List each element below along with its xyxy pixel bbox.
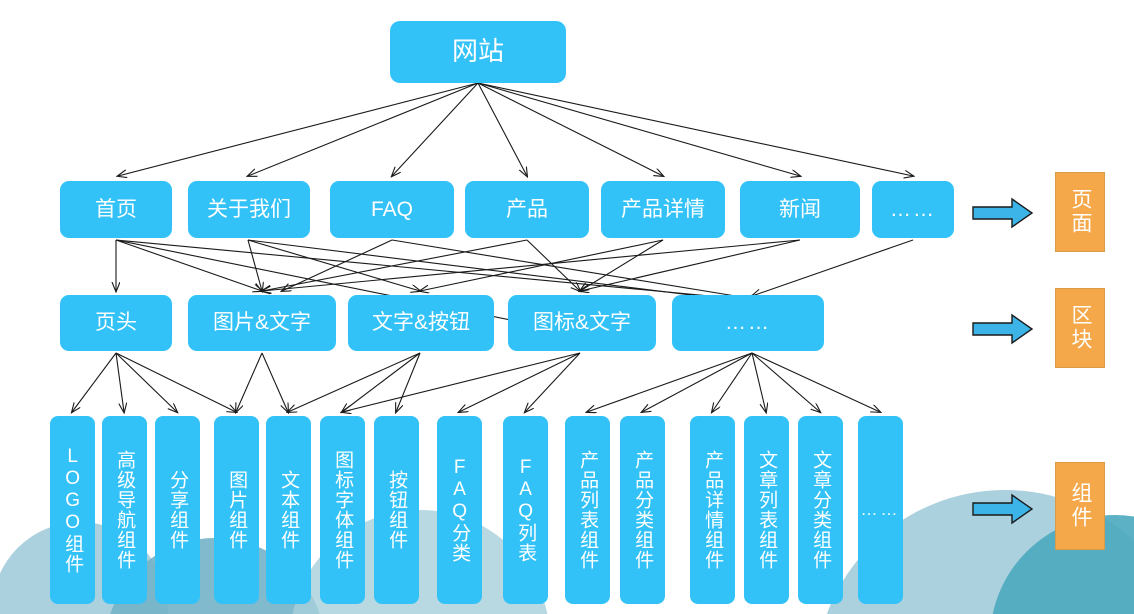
edge-page-to-block xyxy=(247,239,420,291)
node-block-4[interactable]: …… xyxy=(672,295,824,351)
edge-page-to-block xyxy=(752,239,914,296)
edge-block-to-component xyxy=(525,352,581,412)
node-component-7[interactable]: FAQ分类 xyxy=(437,416,482,604)
edge-page-to-block xyxy=(282,239,393,291)
edge-root-to-page xyxy=(477,82,527,176)
node-root-website[interactable]: 网站 xyxy=(390,21,566,83)
node-block-2[interactable]: 文字&按钮 xyxy=(348,295,494,351)
edge-block-to-component xyxy=(751,352,880,412)
edge-block-to-component xyxy=(751,352,820,412)
edge-page-to-block xyxy=(526,239,580,291)
edge-page-to-block xyxy=(580,239,664,291)
edge-block-to-component xyxy=(751,352,766,412)
node-component-10[interactable]: 产品分类组件 xyxy=(620,416,665,604)
edge-block-to-component xyxy=(115,352,177,412)
node-block-1[interactable]: 图片&文字 xyxy=(188,295,336,351)
legend-card-0[interactable]: 页面 xyxy=(1055,172,1105,252)
node-component-6[interactable]: 按钮组件 xyxy=(374,416,419,604)
node-component-9[interactable]: 产品列表组件 xyxy=(565,416,610,604)
legend-card-1[interactable]: 区块 xyxy=(1055,288,1105,368)
edge-page-to-block xyxy=(580,239,801,291)
node-component-12[interactable]: 文章列表组件 xyxy=(744,416,789,604)
edge-root-to-page xyxy=(248,82,479,176)
edge-page-to-block xyxy=(262,239,528,291)
node-page-2[interactable]: FAQ xyxy=(330,181,454,238)
node-component-0[interactable]: LOGO组件 xyxy=(50,416,95,604)
edge-page-to-block xyxy=(262,239,801,291)
node-page-1[interactable]: 关于我们 xyxy=(188,181,310,238)
node-block-0[interactable]: 页头 xyxy=(60,295,172,351)
edge-block-to-component xyxy=(72,352,117,412)
node-component-2[interactable]: 分享组件 xyxy=(155,416,200,604)
edge-block-to-component xyxy=(261,352,288,412)
edges-blocks-to-components xyxy=(72,352,880,412)
legend-arrow-icon-1 xyxy=(972,313,1034,345)
edge-root-to-page xyxy=(477,82,800,176)
node-page-5[interactable]: 新闻 xyxy=(740,181,860,238)
node-component-8[interactable]: FAQ列表 xyxy=(503,416,548,604)
node-component-5[interactable]: 图标字体组件 xyxy=(320,416,365,604)
edge-block-to-component xyxy=(459,352,581,412)
legend-card-2[interactable]: 组件 xyxy=(1055,462,1105,550)
edge-root-to-page xyxy=(118,82,479,176)
edge-block-to-component xyxy=(342,352,581,412)
edge-block-to-component xyxy=(642,352,753,412)
node-page-4[interactable]: 产品详情 xyxy=(601,181,725,238)
edge-page-to-block xyxy=(247,239,262,291)
edge-root-to-page xyxy=(392,82,479,176)
node-page-3[interactable]: 产品 xyxy=(465,181,589,238)
edge-root-to-page xyxy=(477,82,913,176)
edge-block-to-component xyxy=(115,352,124,412)
edge-root-to-page xyxy=(477,82,663,176)
node-component-11[interactable]: 产品详情组件 xyxy=(690,416,735,604)
edge-page-to-block xyxy=(115,239,752,300)
edge-page-to-block xyxy=(391,239,760,300)
edge-page-to-block xyxy=(420,239,664,291)
legend-arrow-icon-0 xyxy=(972,197,1034,229)
edge-block-to-component xyxy=(236,352,263,412)
node-component-1[interactable]: 高级导航组件 xyxy=(102,416,147,604)
node-block-3[interactable]: 图标&文字 xyxy=(508,295,656,351)
edges-root-to-pages xyxy=(118,82,913,176)
edge-block-to-component xyxy=(712,352,753,412)
node-page-6[interactable]: …… xyxy=(872,181,954,238)
node-component-13[interactable]: 文章分类组件 xyxy=(798,416,843,604)
node-component-14[interactable]: …… xyxy=(858,416,903,604)
edge-block-to-component xyxy=(288,352,421,412)
edge-page-to-block xyxy=(115,239,262,291)
edge-block-to-component xyxy=(115,352,236,412)
node-component-3[interactable]: 图片组件 xyxy=(214,416,259,604)
node-component-4[interactable]: 文本组件 xyxy=(266,416,311,604)
edge-block-to-component xyxy=(342,352,421,412)
legend-arrow-icon-2 xyxy=(972,493,1034,525)
edge-page-to-block xyxy=(247,239,755,303)
edge-block-to-component xyxy=(587,352,753,412)
node-page-0[interactable]: 首页 xyxy=(60,181,172,238)
edge-block-to-component xyxy=(396,352,421,412)
